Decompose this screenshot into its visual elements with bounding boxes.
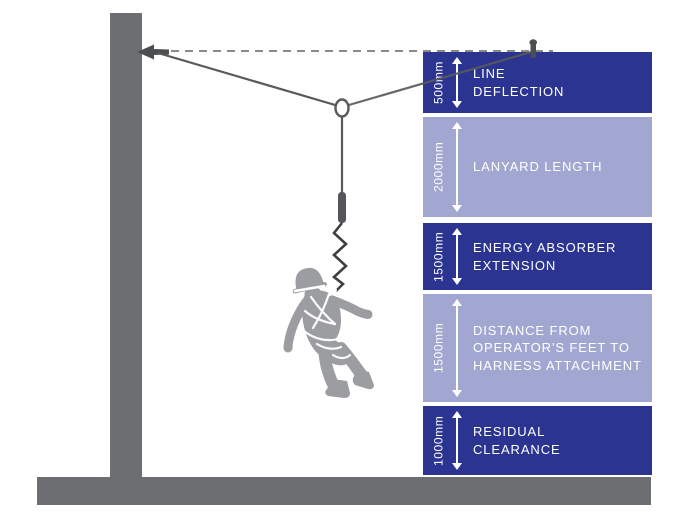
arrowhead-down-icon [451, 390, 462, 397]
band-label: LANYARD LENGTH [473, 159, 603, 175]
band-lanyard-length: 2000mm LANYARD LENGTH [423, 117, 652, 217]
double-arrow-icon [449, 228, 464, 285]
arrowhead-up-icon [451, 57, 462, 64]
band-line-deflection: 500mm LINE DEFLECTION [423, 52, 652, 113]
measurement-value: 1000mm [431, 415, 446, 466]
arrowhead-up-icon [451, 299, 462, 306]
measurement-value: 1500mm [431, 231, 446, 282]
band-feet-to-harness-distance: 1500mm DISTANCE FROM OPERATOR'S FEET TO … [423, 294, 652, 402]
arrowhead-up-icon [451, 411, 462, 418]
arrowhead-down-icon [451, 205, 462, 212]
arrow-shaft [455, 235, 458, 278]
arrow-shaft [455, 129, 458, 205]
arrowhead-down-icon [451, 463, 462, 470]
arrow-shaft [455, 418, 458, 463]
arrow-shaft [455, 306, 458, 390]
arrowhead-up-icon [451, 122, 462, 129]
measurement-value: 1500mm [431, 322, 446, 374]
band-label: RESIDUAL CLEARANCE [473, 424, 561, 457]
band-energy-absorber-extension: 1500mm ENERGY ABSORBER EXTENSION [423, 223, 652, 290]
measurement-value: 2000mm [431, 141, 446, 193]
arrow-shaft [455, 64, 458, 101]
band-residual-clearance: 1000mm RESIDUAL CLEARANCE [423, 406, 652, 475]
band-label: DISTANCE FROM OPERATOR'S FEET TO HARNESS… [473, 323, 642, 373]
band-label: ENERGY ABSORBER EXTENSION [473, 240, 617, 273]
double-arrow-icon [449, 122, 464, 212]
arrowhead-up-icon [451, 228, 462, 235]
band-label: LINE DEFLECTION [473, 66, 565, 99]
double-arrow-icon [449, 57, 464, 108]
arrowhead-down-icon [451, 278, 462, 285]
arrowhead-down-icon [451, 101, 462, 108]
measurement-value: 500mm [431, 61, 446, 105]
double-arrow-icon [449, 411, 464, 470]
double-arrow-icon [449, 299, 464, 397]
